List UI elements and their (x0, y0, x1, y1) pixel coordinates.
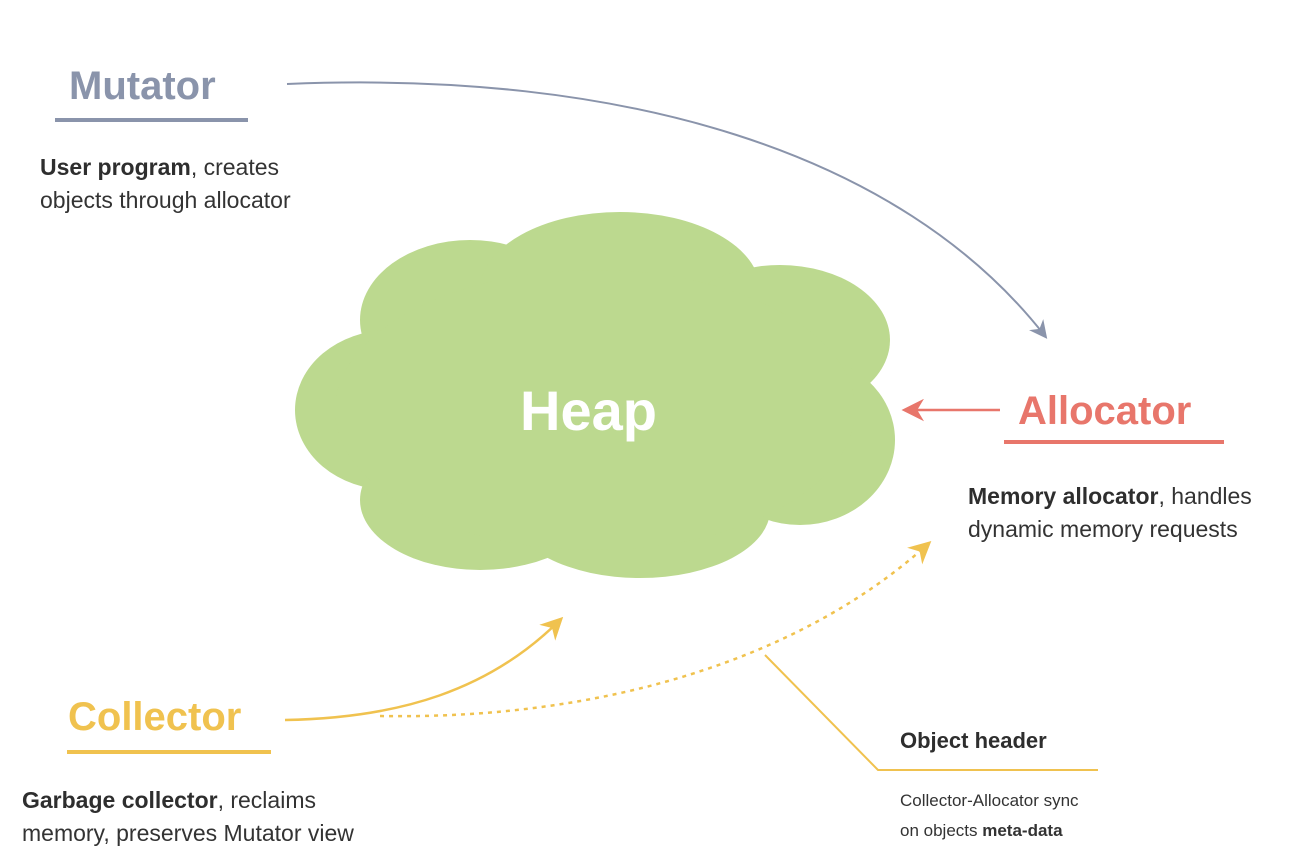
mutator-to-allocator-arrow (286, 81, 1048, 339)
allocator-title: Allocator (1018, 389, 1192, 433)
allocator-description-line2: dynamic memory requests (968, 516, 1238, 542)
heap-label: Heap (520, 379, 657, 442)
object-header-leader-line (764, 654, 1098, 771)
collector-description: Garbage collector, reclaims memory, pres… (22, 784, 354, 850)
collector-description-bold: Garbage collector (22, 787, 218, 813)
heap-cloud (295, 212, 895, 578)
object-header-description-prefix: on objects (900, 821, 983, 840)
mutator-description-bold: User program (40, 154, 191, 180)
allocator-description-bold: Memory allocator (968, 483, 1159, 509)
mutator-description-line1: User program, creates (40, 151, 291, 184)
collector-description-line1: Garbage collector, reclaims (22, 784, 354, 817)
collector-to-allocator-dotted-arrow (379, 540, 932, 718)
mutator-description-line2: objects through allocator (40, 187, 291, 213)
object-header-description: Collector-Allocator sync on objects meta… (900, 786, 1079, 846)
object-header-description-bold: meta-data (982, 821, 1063, 840)
mutator-underline (55, 118, 248, 122)
collector-description-line2: memory, preserves Mutator view (22, 820, 354, 846)
mutator-description: User program, creates objects through al… (40, 151, 291, 217)
allocator-description: Memory allocator, handles dynamic memory… (968, 480, 1252, 546)
collector-underline (67, 750, 271, 754)
object-header-title: Object header (900, 728, 1047, 753)
object-header-description-line1: Collector-Allocator sync (900, 791, 1079, 810)
allocator-description-rest: , handles (1158, 483, 1252, 509)
allocator-description-line1: Memory allocator, handles (968, 480, 1252, 513)
collector-to-heap-arrow (284, 616, 564, 722)
allocator-underline (1004, 440, 1224, 444)
mutator-title: Mutator (69, 64, 216, 108)
collector-description-rest: , reclaims (217, 787, 316, 813)
mutator-description-rest: , creates (190, 154, 280, 180)
object-header-description-line2: on objects meta-data (900, 816, 1079, 846)
collector-title: Collector (68, 695, 242, 739)
